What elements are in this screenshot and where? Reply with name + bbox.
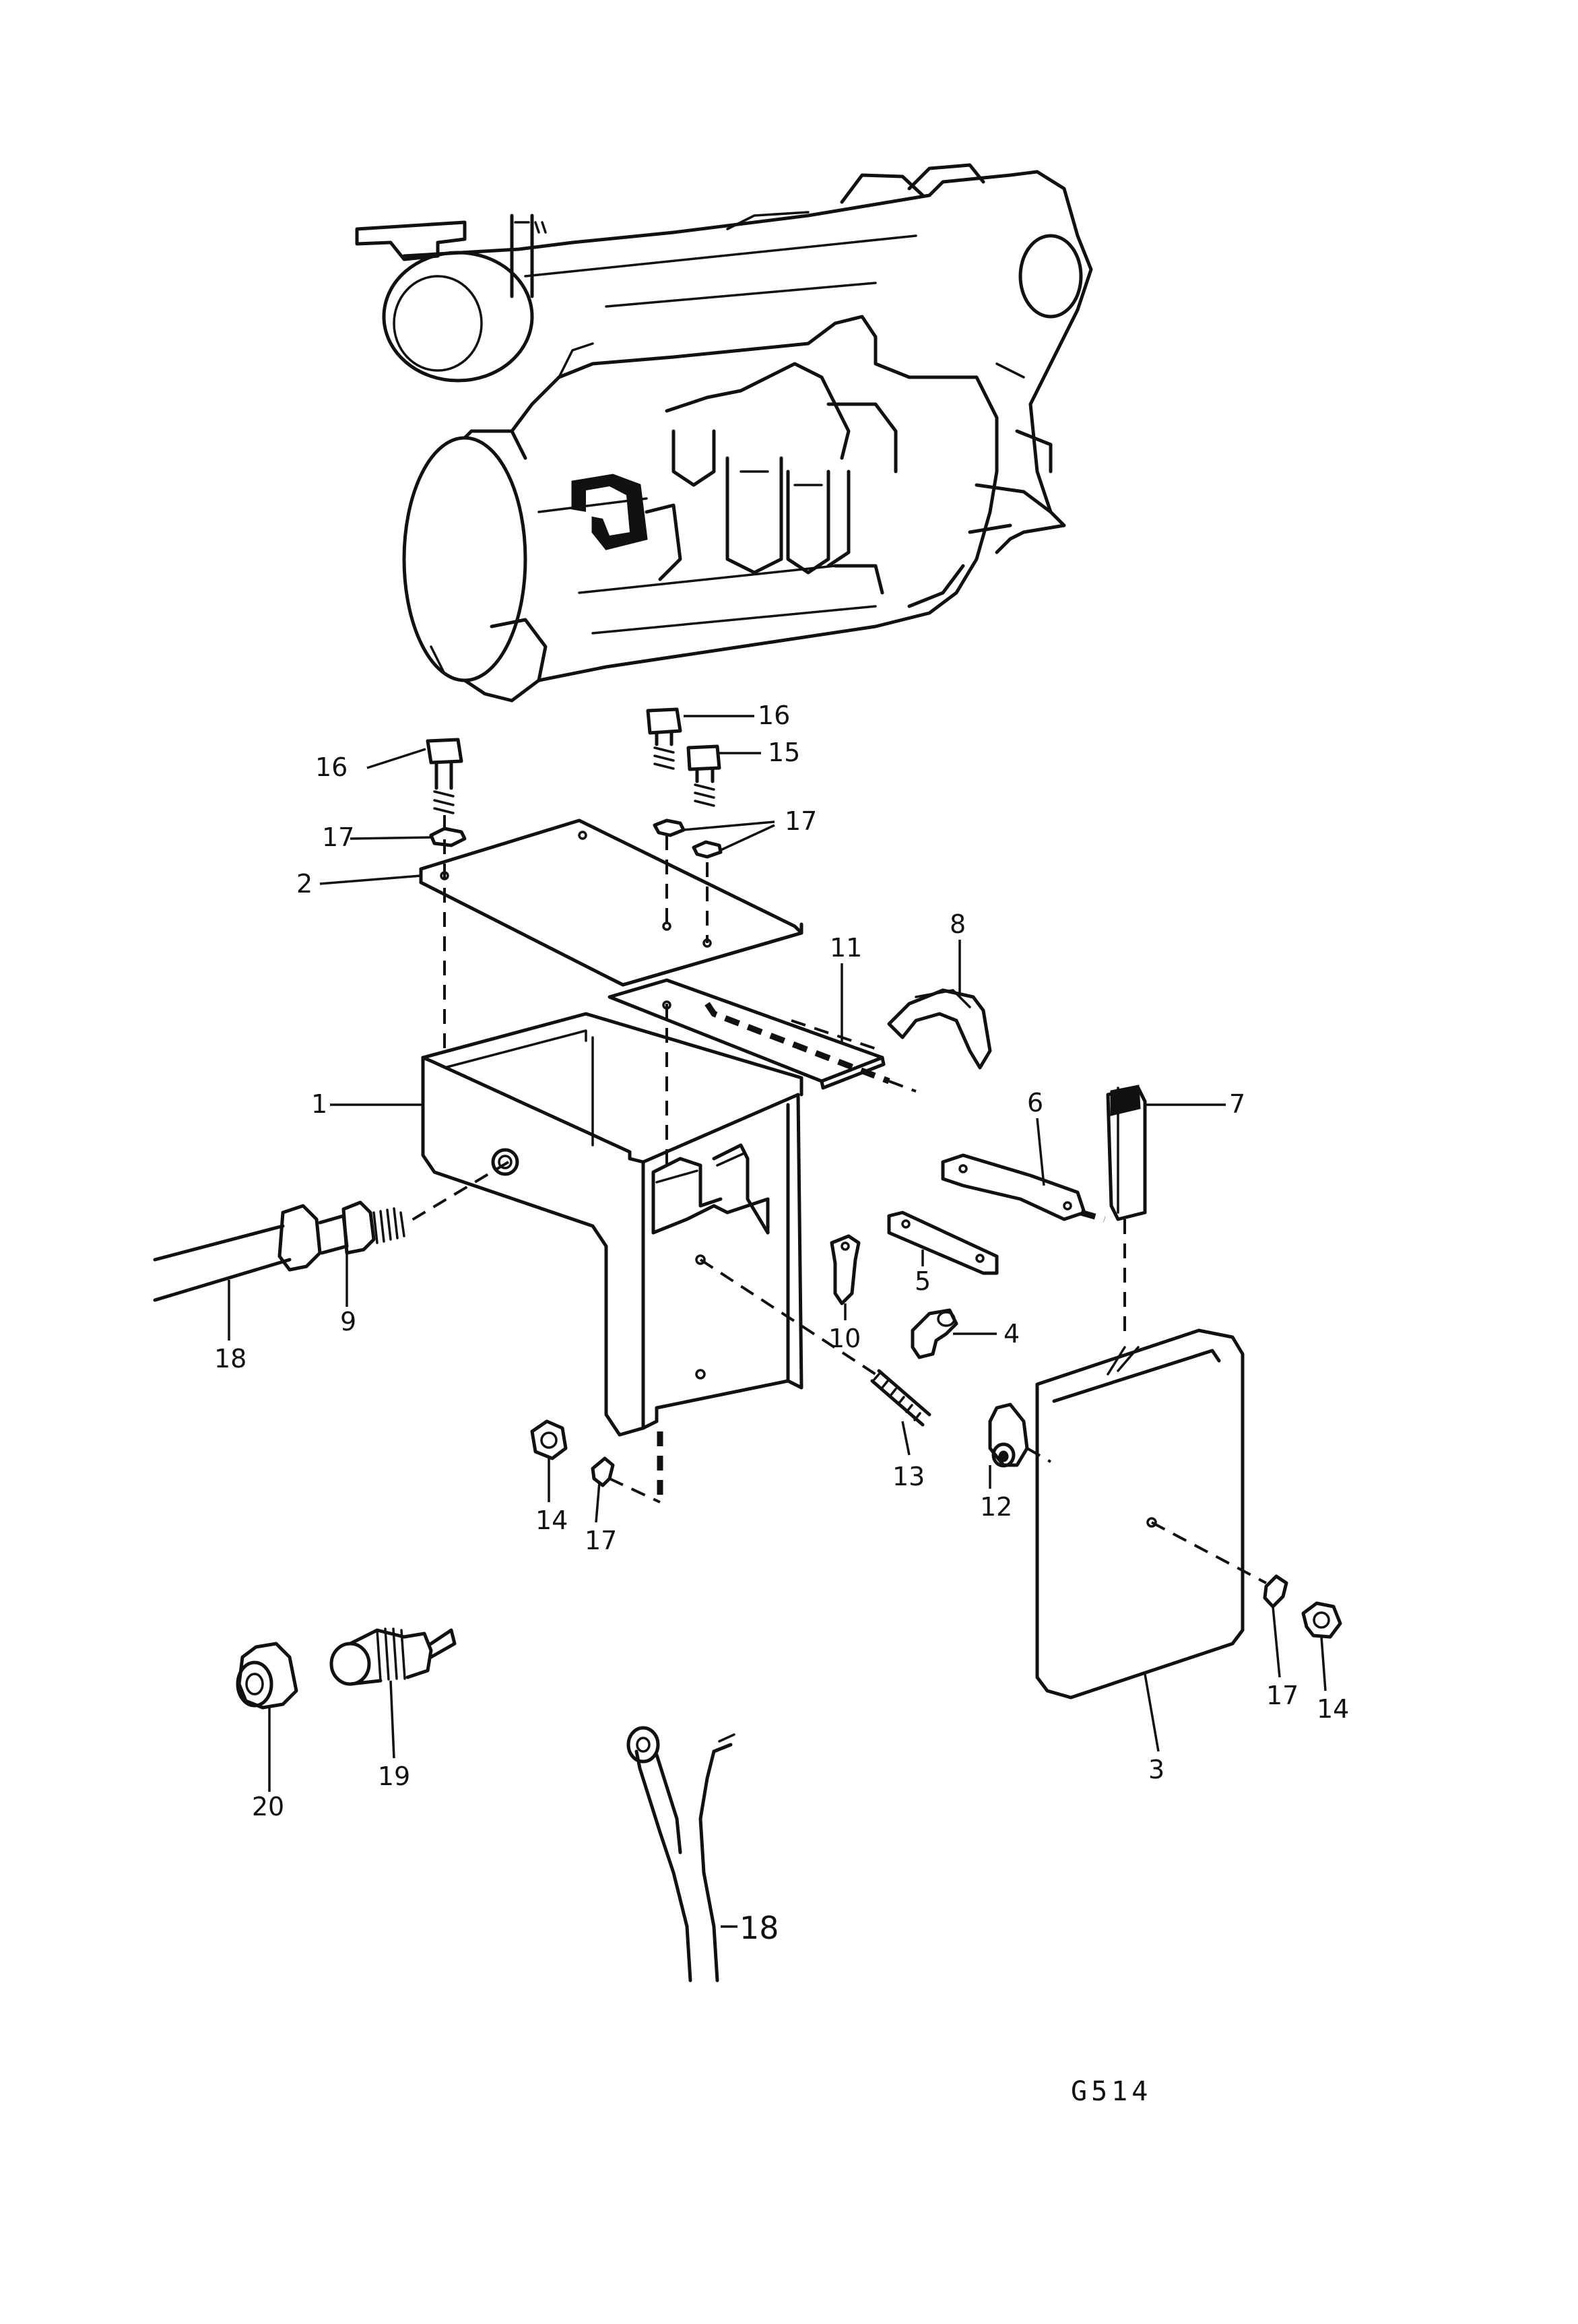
- callout-10: 10: [828, 1324, 861, 1353]
- figure-code: G514: [1071, 2076, 1152, 2107]
- callout-labels: 16 17 2 16 15 17 11 8 6 7 1 5 10 4 13 12…: [214, 701, 1349, 1946]
- part-7-clip: [1106, 1085, 1147, 1221]
- part-20-cap: [236, 1642, 298, 1710]
- part-10-terminal: [830, 1234, 861, 1305]
- part-12-spacer: [988, 1402, 1029, 1468]
- callout-1: 1: [311, 1089, 327, 1119]
- callout-13: 13: [892, 1462, 925, 1491]
- part-4-elbow: [911, 1308, 958, 1359]
- callout-19: 19: [378, 1762, 410, 1791]
- assembly-alignment-lines: [406, 815, 1267, 1584]
- callout-17-box: 17: [585, 1526, 617, 1555]
- part-17-washer-lid-mid: [653, 818, 686, 837]
- callout-4: 4: [1004, 1319, 1020, 1349]
- part-17-washer-cover: [1263, 1574, 1288, 1609]
- callout-leader-lines: [228, 715, 1327, 1928]
- part-8-bracket: [887, 988, 992, 1070]
- part-13-stud: [870, 1369, 931, 1427]
- part-18-cable-upper: [153, 1224, 292, 1302]
- part-19-sensor: [329, 1627, 457, 1686]
- callout-16-left: 16: [315, 752, 348, 782]
- callout-17-lid-left: 17: [322, 822, 354, 852]
- part-1-box-body: [421, 1012, 803, 1437]
- part-16-bolt-left: [426, 738, 463, 814]
- part-14-nut-left: [530, 1419, 568, 1460]
- callout-11: 11: [830, 933, 862, 963]
- engine-outline: [355, 163, 1093, 703]
- callout-15: 15: [768, 738, 800, 767]
- callout-16-mid: 16: [758, 701, 790, 730]
- part-3-front-cover: [1035, 1328, 1245, 1700]
- callout-8: 8: [950, 909, 966, 939]
- callout-5: 5: [915, 1266, 931, 1296]
- part-9-fitting: [277, 1200, 405, 1272]
- callout-7: 7: [1229, 1089, 1245, 1119]
- callout-2: 2: [296, 869, 313, 899]
- callout-3: 3: [1148, 1755, 1164, 1784]
- callout-17-lid-right: 17: [785, 806, 817, 836]
- part-17-washer-box: [591, 1456, 615, 1487]
- callout-18-upper: 18: [214, 1344, 246, 1374]
- part-17-washer-lid-left: [429, 827, 467, 847]
- part-2-box-lid: [419, 818, 803, 987]
- part-17-washer-lid-right: [692, 840, 723, 859]
- part-15-bolt: [686, 744, 721, 807]
- part-6-strap: [941, 1153, 1086, 1221]
- callout-17-cover: 17: [1266, 1681, 1298, 1710]
- part-18-cable-lower: [626, 1726, 735, 1982]
- callout-20: 20: [252, 1792, 284, 1821]
- part-16-bolt-mid: [646, 707, 682, 770]
- callout-14-left: 14: [535, 1506, 568, 1535]
- part-5-strap: [887, 1211, 999, 1275]
- callout-14-right: 14: [1317, 1694, 1349, 1724]
- callout-9: 9: [340, 1307, 356, 1336]
- part-14-nut-right: [1301, 1601, 1342, 1639]
- callout-12: 12: [980, 1492, 1012, 1522]
- callout-6: 6: [1027, 1088, 1043, 1118]
- callout-18-lower: 18: [739, 1910, 779, 1946]
